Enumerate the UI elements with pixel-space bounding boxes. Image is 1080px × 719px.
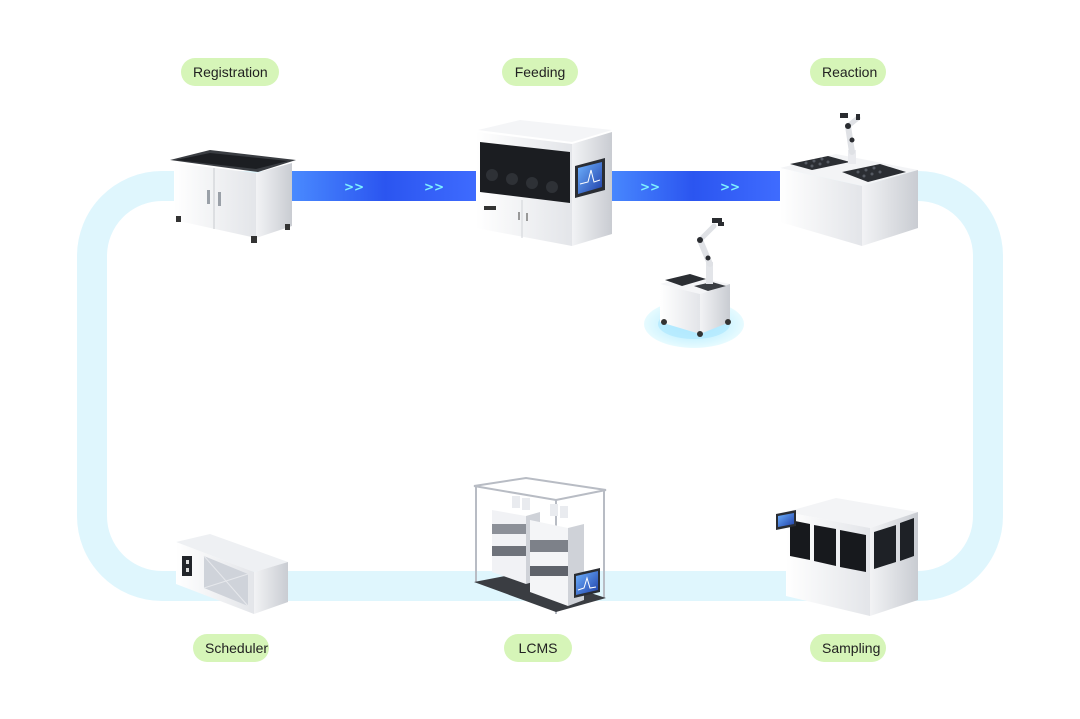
flow-arrow: >> — [640, 180, 660, 194]
station-label-lcms: LCMS — [504, 634, 572, 662]
flow-arrow: >> — [720, 180, 740, 194]
reaction-station — [780, 113, 918, 246]
flow-arrow: >> — [424, 180, 444, 194]
lcms-instrument — [473, 476, 607, 614]
station-label-scheduler: Scheduler — [193, 634, 269, 662]
mobile-robot — [644, 218, 744, 348]
station-label-sampling: Sampling — [810, 634, 886, 662]
feeding-glovebox — [476, 120, 612, 246]
registration-cabinet — [170, 150, 296, 243]
station-label-reaction: Reaction — [810, 58, 886, 86]
flow-segment-2: >> >> — [605, 171, 781, 201]
scheduler-unit — [176, 534, 288, 614]
flow-arrow: >> — [344, 180, 364, 194]
flow-segment-1: >> >> — [290, 171, 480, 201]
station-label-registration: Registration — [181, 58, 279, 86]
sampling-enclosure — [776, 498, 918, 616]
station-label-feeding: Feeding — [502, 58, 578, 86]
